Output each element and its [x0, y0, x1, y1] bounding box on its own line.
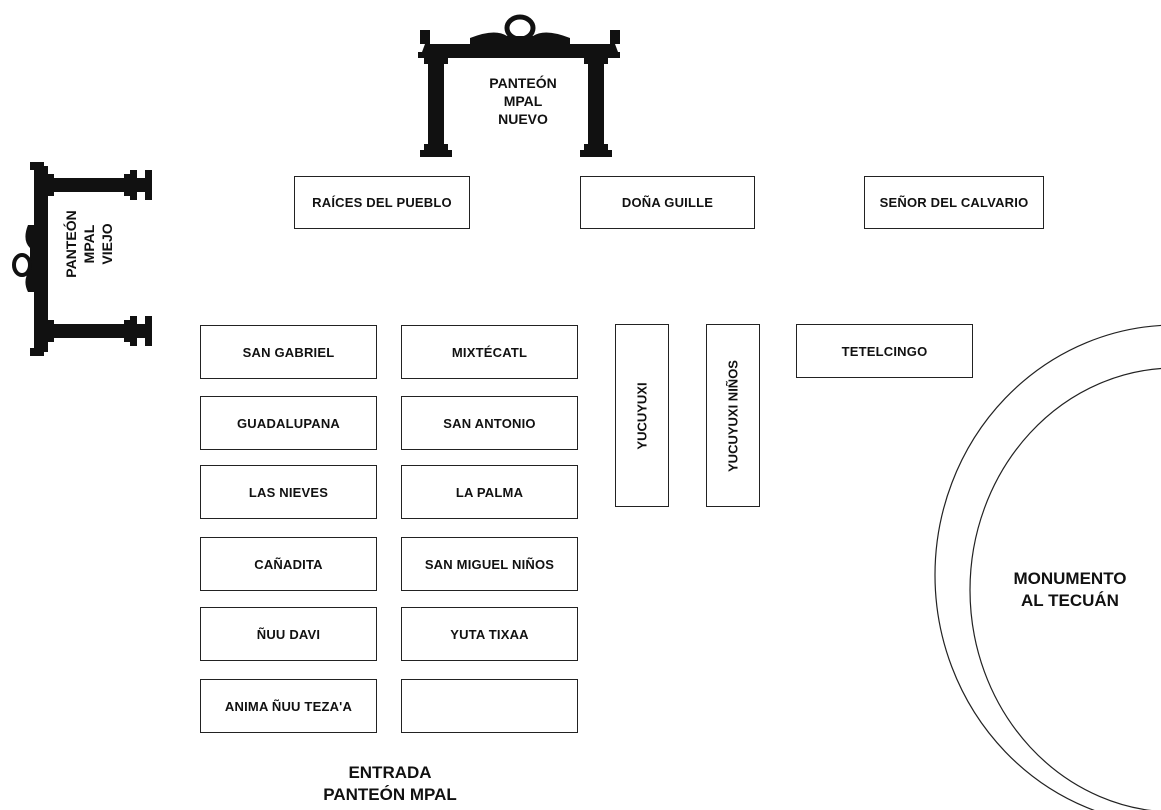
section-la-palma[interactable]: LA PALMA — [401, 465, 578, 519]
monument-line-2: AL TECUÁN — [1021, 591, 1119, 611]
section-nuu-davi[interactable]: ÑUU DAVI — [200, 607, 377, 661]
monument-line-1: MONUMENTO — [1013, 569, 1127, 588]
panteon-nuevo-gate-icon — [418, 14, 620, 157]
panteon-nuevo-line-3: NUEVO — [498, 111, 548, 128]
section-yucuyuxi-label: YUCUYUXI — [634, 381, 650, 450]
section-canadita[interactable]: CAÑADITA — [200, 537, 377, 591]
section-raices-del-pueblo[interactable]: RAÍCES DEL PUEBLO — [294, 176, 470, 229]
panteon-viejo-label: PANTEÓN MPAL VIEJO — [62, 189, 122, 299]
entrance-line-2: PANTEÓN MPAL — [323, 785, 457, 805]
section-guadalupana[interactable]: GUADALUPANA — [200, 396, 377, 450]
section-anima-nuu-teza-a[interactable]: ANIMA ÑUU TEZA'A — [200, 679, 377, 733]
panteon-nuevo-line-2: MPAL — [503, 93, 543, 110]
section-san-miguel-ninos[interactable]: SAN MIGUEL NIÑOS — [401, 537, 578, 591]
section-yucuyuxi-ninos[interactable]: YUCUYUXI NIÑOS — [706, 324, 760, 507]
section-empty[interactable] — [401, 679, 578, 733]
section-senor-del-calvario[interactable]: SEÑOR DEL CALVARIO — [864, 176, 1044, 229]
section-dona-guille[interactable]: DOÑA GUILLE — [580, 176, 755, 229]
section-san-antonio[interactable]: SAN ANTONIO — [401, 396, 578, 450]
panteon-viejo-gate-icon — [12, 162, 152, 356]
entrance-line-1: ENTRADA — [348, 763, 432, 782]
panteon-viejo-line-2: MPAL — [81, 224, 98, 264]
panteon-nuevo-label: PANTEÓN MPAL NUEVO — [468, 74, 578, 129]
monument-label: MONUMENTO AL TECUÁN — [990, 568, 1150, 612]
panteon-viejo-line-3: VIEJO — [99, 223, 116, 265]
section-yucuyuxi[interactable]: YUCUYUXI — [615, 324, 669, 507]
monument-outline — [934, 324, 1161, 810]
section-san-gabriel[interactable]: SAN GABRIEL — [200, 325, 377, 379]
section-mixtecatl[interactable]: MIXTÉCATL — [401, 325, 578, 379]
panteon-nuevo-line-1: PANTEÓN — [489, 75, 557, 91]
section-tetelcingo[interactable]: TETELCINGO — [796, 324, 973, 378]
entrance-label: ENTRADA PANTEÓN MPAL — [290, 762, 490, 806]
panteon-viejo-line-1: PANTEÓN — [63, 210, 79, 278]
section-yucuyuxi-ninos-label: YUCUYUXI NIÑOS — [725, 359, 741, 472]
section-yuta-tixaa[interactable]: YUTA TIXAA — [401, 607, 578, 661]
section-las-nieves[interactable]: LAS NIEVES — [200, 465, 377, 519]
